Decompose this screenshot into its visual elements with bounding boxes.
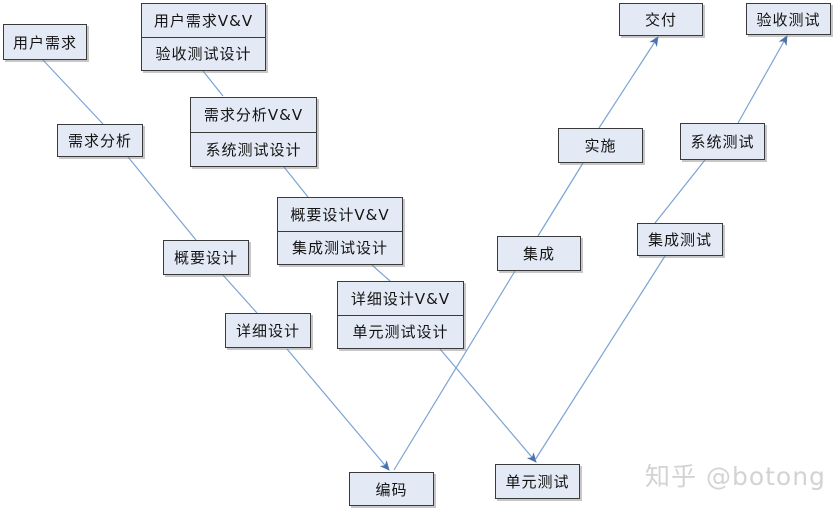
node-unit-testing: 单元测试 [495, 464, 580, 499]
node-integration-testing: 集成测试 [637, 223, 723, 256]
watermark-text: 知乎 @botong [645, 462, 826, 491]
node-integration: 集成 [497, 236, 581, 271]
node-high-level-design-vv: 概要设计V&V 集成测试设计 [277, 197, 403, 265]
node-high-level-design-vv-row-0: 概要设计V&V [290, 205, 390, 224]
edge-detailed-design-vv-to-unit-testing [439, 348, 537, 463]
node-detailed-design-vv-row-0: 详细设计V&V [350, 289, 451, 308]
node-detailed-design: 详细设计 [225, 313, 311, 348]
edge-integration-testing-to-system-testing [654, 159, 706, 224]
edge-high-level-design-vv-to-detailed-design-vv [371, 264, 391, 282]
edge-detailed-design-to-coding [286, 348, 390, 471]
edge-requirements-analysis-vv-to-high-level-design-vv [283, 166, 309, 198]
node-detailed-design-vv: 详细设计V&V 单元测试设计 [337, 281, 464, 349]
node-high-level-design-vv-row-1: 集成测试设计 [278, 230, 402, 265]
node-requirements-analysis: 需求分析 [57, 124, 143, 157]
node-user-requirements-vv-row-0: 用户需求V&V [153, 11, 254, 30]
node-high-level-design: 概要设计 [163, 240, 249, 275]
node-user-requirements-vv-row-1: 验收测试设计 [142, 36, 265, 71]
node-delivery: 交付 [619, 3, 703, 36]
node-requirements-analysis-vv-row-0: 需求分析V&V [203, 106, 304, 125]
node-system-testing: 系统测试 [680, 123, 765, 160]
edge-integration-to-implementation [537, 162, 584, 237]
edge-user-requirements-to-requirements-analysis [42, 59, 104, 125]
edge-system-testing-to-acceptance-testing [737, 35, 788, 124]
edge-coding-to-integration [393, 270, 516, 471]
node-requirements-analysis-vv-row-1: 系统测试设计 [191, 131, 316, 167]
node-requirements-analysis-vv: 需求分析V&V 系统测试设计 [190, 97, 317, 167]
edge-requirements-analysis-to-high-level-design [127, 156, 197, 241]
node-detailed-design-vv-row-1: 单元测试设计 [338, 314, 463, 349]
edge-unit-testing-to-integration-testing [534, 255, 666, 461]
node-coding: 编码 [349, 472, 434, 506]
node-user-requirements: 用户需求 [3, 24, 87, 60]
node-implementation: 实施 [558, 128, 643, 163]
edge-high-level-design-to-detailed-design [221, 273, 258, 314]
edge-user-requirements-vv-to-requirements-analysis-vv [202, 70, 224, 97]
node-acceptance-testing: 验收测试 [746, 3, 831, 35]
edge-implementation-to-delivery [598, 36, 659, 129]
node-user-requirements-vv: 用户需求V&V 验收测试设计 [141, 3, 266, 71]
